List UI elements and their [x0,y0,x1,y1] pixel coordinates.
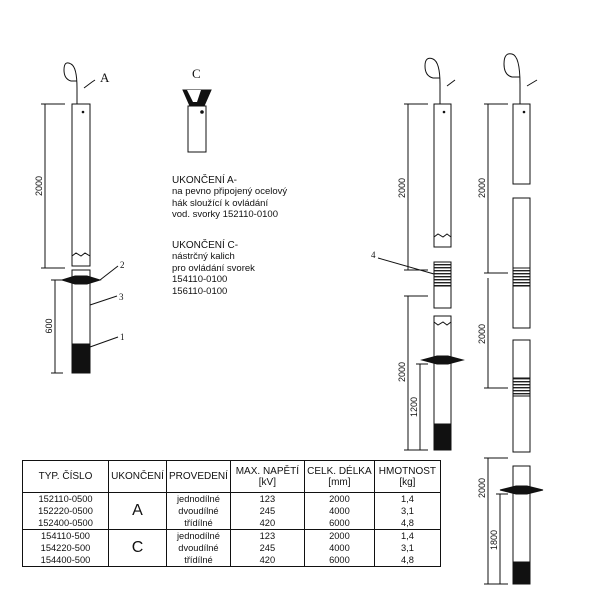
dimension-lines-pole-three [484,103,508,585]
spec-table: TYP. ČÍSLO UKONČENÍ PROVEDENÍ MAX. NAPĚT… [22,460,441,567]
header-delka: CELK. DÉLKA[mm] [303,460,375,493]
end-cap [71,343,91,374]
pole-two-part-a [420,57,465,451]
description-c-heading: UKONČENÍ C- [172,240,239,251]
pole-tube [71,103,91,267]
callout-1: 1 [120,332,125,342]
table-row: 154220-500 dvoudílné 245 4000 3,1 [22,542,441,554]
callout-leaders [89,265,119,348]
description-c-line: pro ovládání svorek [172,262,255,274]
dim-2000-two-lower: 2000 [397,362,407,382]
end-c-cup [182,89,212,153]
dim-2000-two-upper: 2000 [397,178,407,198]
dim-600: 600 [44,318,54,333]
pole-three-part-a [499,53,544,585]
ukonceni-a: A [108,492,167,530]
pole-single-a [60,62,102,374]
description-a-line: na pevno připojený ocelový [172,186,288,198]
description-c-line: 156110-0100 [172,285,228,297]
description-a-heading: UKONČENÍ A- [172,175,238,186]
description-a-line: hák sloužící k ovládání [172,197,269,209]
description-c-line: 154110-0100 [172,274,228,286]
table-row: 152110-0500 A jednodílné 123 2000 1,4 [22,492,441,530]
dim-2000-three-lower: 2000 [477,478,487,498]
hand-guard [60,275,102,285]
dim-1800: 1800 [489,530,499,550]
dimension-lines-pole-single [41,103,65,374]
dim-2000-three-mid: 2000 [477,324,487,344]
coupling-joint [433,261,452,287]
header-ukonceni: UKONČENÍ [108,460,167,493]
description-a: UKONČENÍ A- na pevno připojený ocelový h… [172,175,287,221]
dimension-lines-pole-two [377,103,435,451]
description-c-line: nástrčný kalich [172,251,235,263]
callout-4: 4 [371,250,376,260]
table-row: 152400-0500 třídílné 420 6000 4,8 [22,517,441,530]
label-c: C [192,66,201,81]
label-a: A [100,70,110,85]
header-typ: TYP. ČÍSLO [22,460,109,493]
header-hmotnost: HMOTNOST[kg] [373,460,441,493]
steel-hook [63,62,78,104]
dim-2000-three-upper: 2000 [477,178,487,198]
dim-2000-single: 2000 [34,176,44,196]
header-napeti: MAX. NAPĚTÍ[kV] [229,460,305,493]
dim-1200: 1200 [409,397,419,417]
callout-3: 3 [119,292,124,302]
description-c: UKONČENÍ C- nástrčný kalich pro ovládání… [172,240,255,297]
description-a-line: vod. svorky 152110-0100 [172,209,278,221]
header-provedeni: PROVEDENÍ [166,460,231,493]
table-row: 154110-500 C jednodílné 123 2000 1,4 [22,529,441,567]
ukonceni-c: C [108,529,167,567]
callout-2: 2 [120,260,125,270]
table-row: 152220-0500 dvoudílné 245 4000 3,1 [22,505,441,517]
table-row: 154400-500 třídílné 420 6000 4,8 [22,554,441,567]
